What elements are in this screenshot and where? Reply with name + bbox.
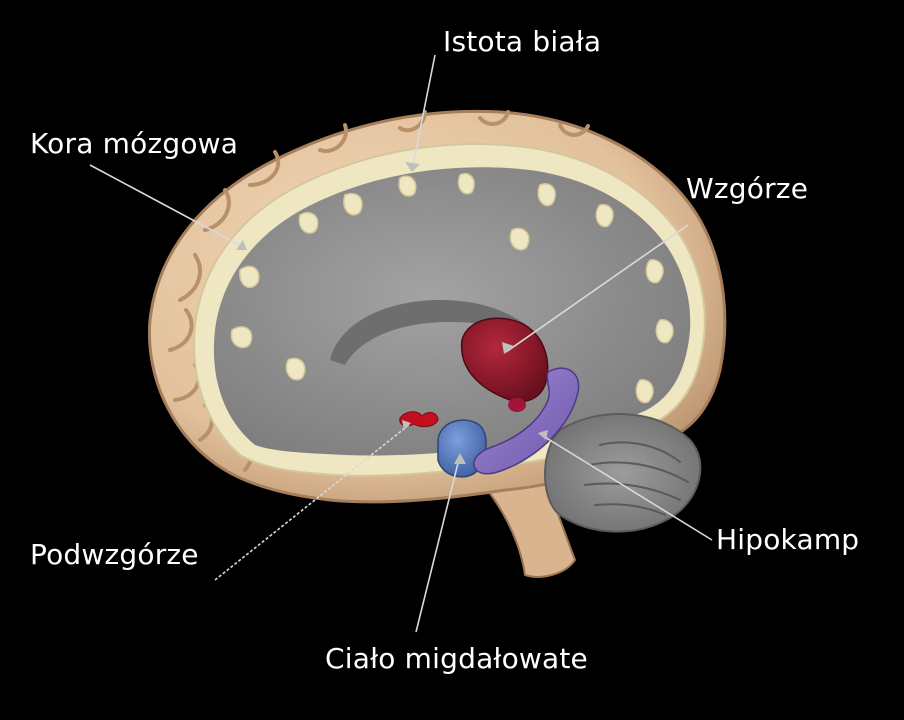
cerebellum (544, 413, 702, 533)
cerebellum-folia (584, 441, 689, 516)
hippocampus (473, 367, 580, 475)
mammillary-body (508, 398, 526, 412)
label-amygdala: Ciało migdałowate (325, 642, 588, 675)
label-hippocampus: Hipokamp (716, 523, 860, 556)
white-matter-islands (230, 173, 674, 404)
label-white-matter: Istota biała (443, 25, 602, 58)
label-thalamus: Wzgórze (686, 172, 809, 205)
leader-line-hypothalamus (214, 423, 411, 581)
lateral-ventricle (330, 300, 540, 365)
leader-line-hippocampus (539, 433, 713, 541)
label-cerebral-cortex: Kora mózgowa (30, 127, 239, 160)
leader-line-amygdala (415, 454, 461, 633)
pointer-heads (236, 162, 548, 464)
cortex-gyri (168, 110, 590, 472)
thalamus (460, 317, 549, 403)
leader-line-white-matter (411, 54, 436, 171)
leader-line-cortex (89, 164, 246, 249)
label-hypothalamus: Podwzgórze (30, 538, 199, 571)
leader-line-thalamus (505, 224, 689, 353)
leader-lines (89, 54, 713, 633)
